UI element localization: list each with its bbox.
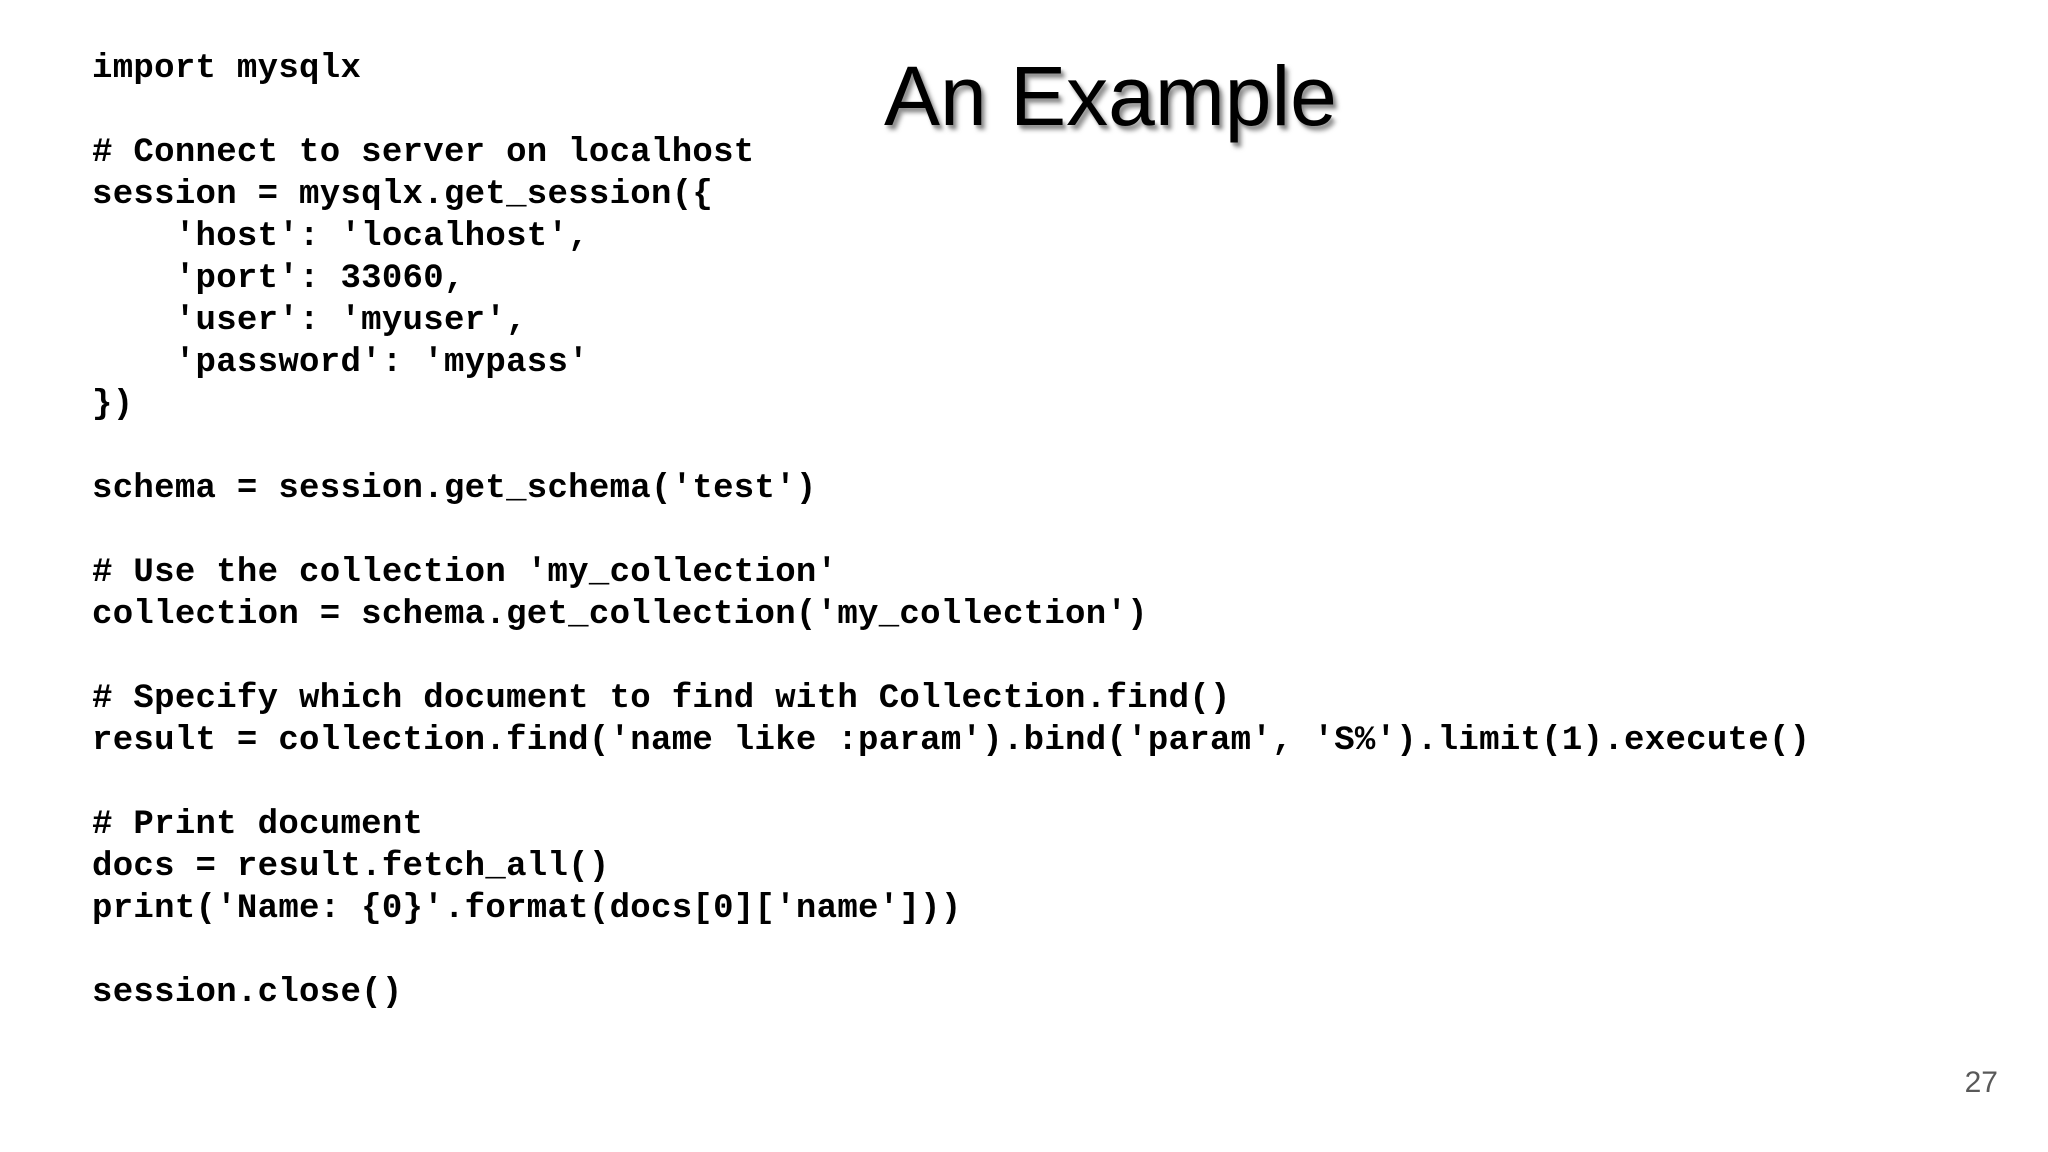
slide-title: An Example [884, 49, 1337, 143]
code-block: import mysqlx # Connect to server on loc… [92, 50, 1811, 1012]
page-number: 27 [1964, 1066, 1998, 1099]
